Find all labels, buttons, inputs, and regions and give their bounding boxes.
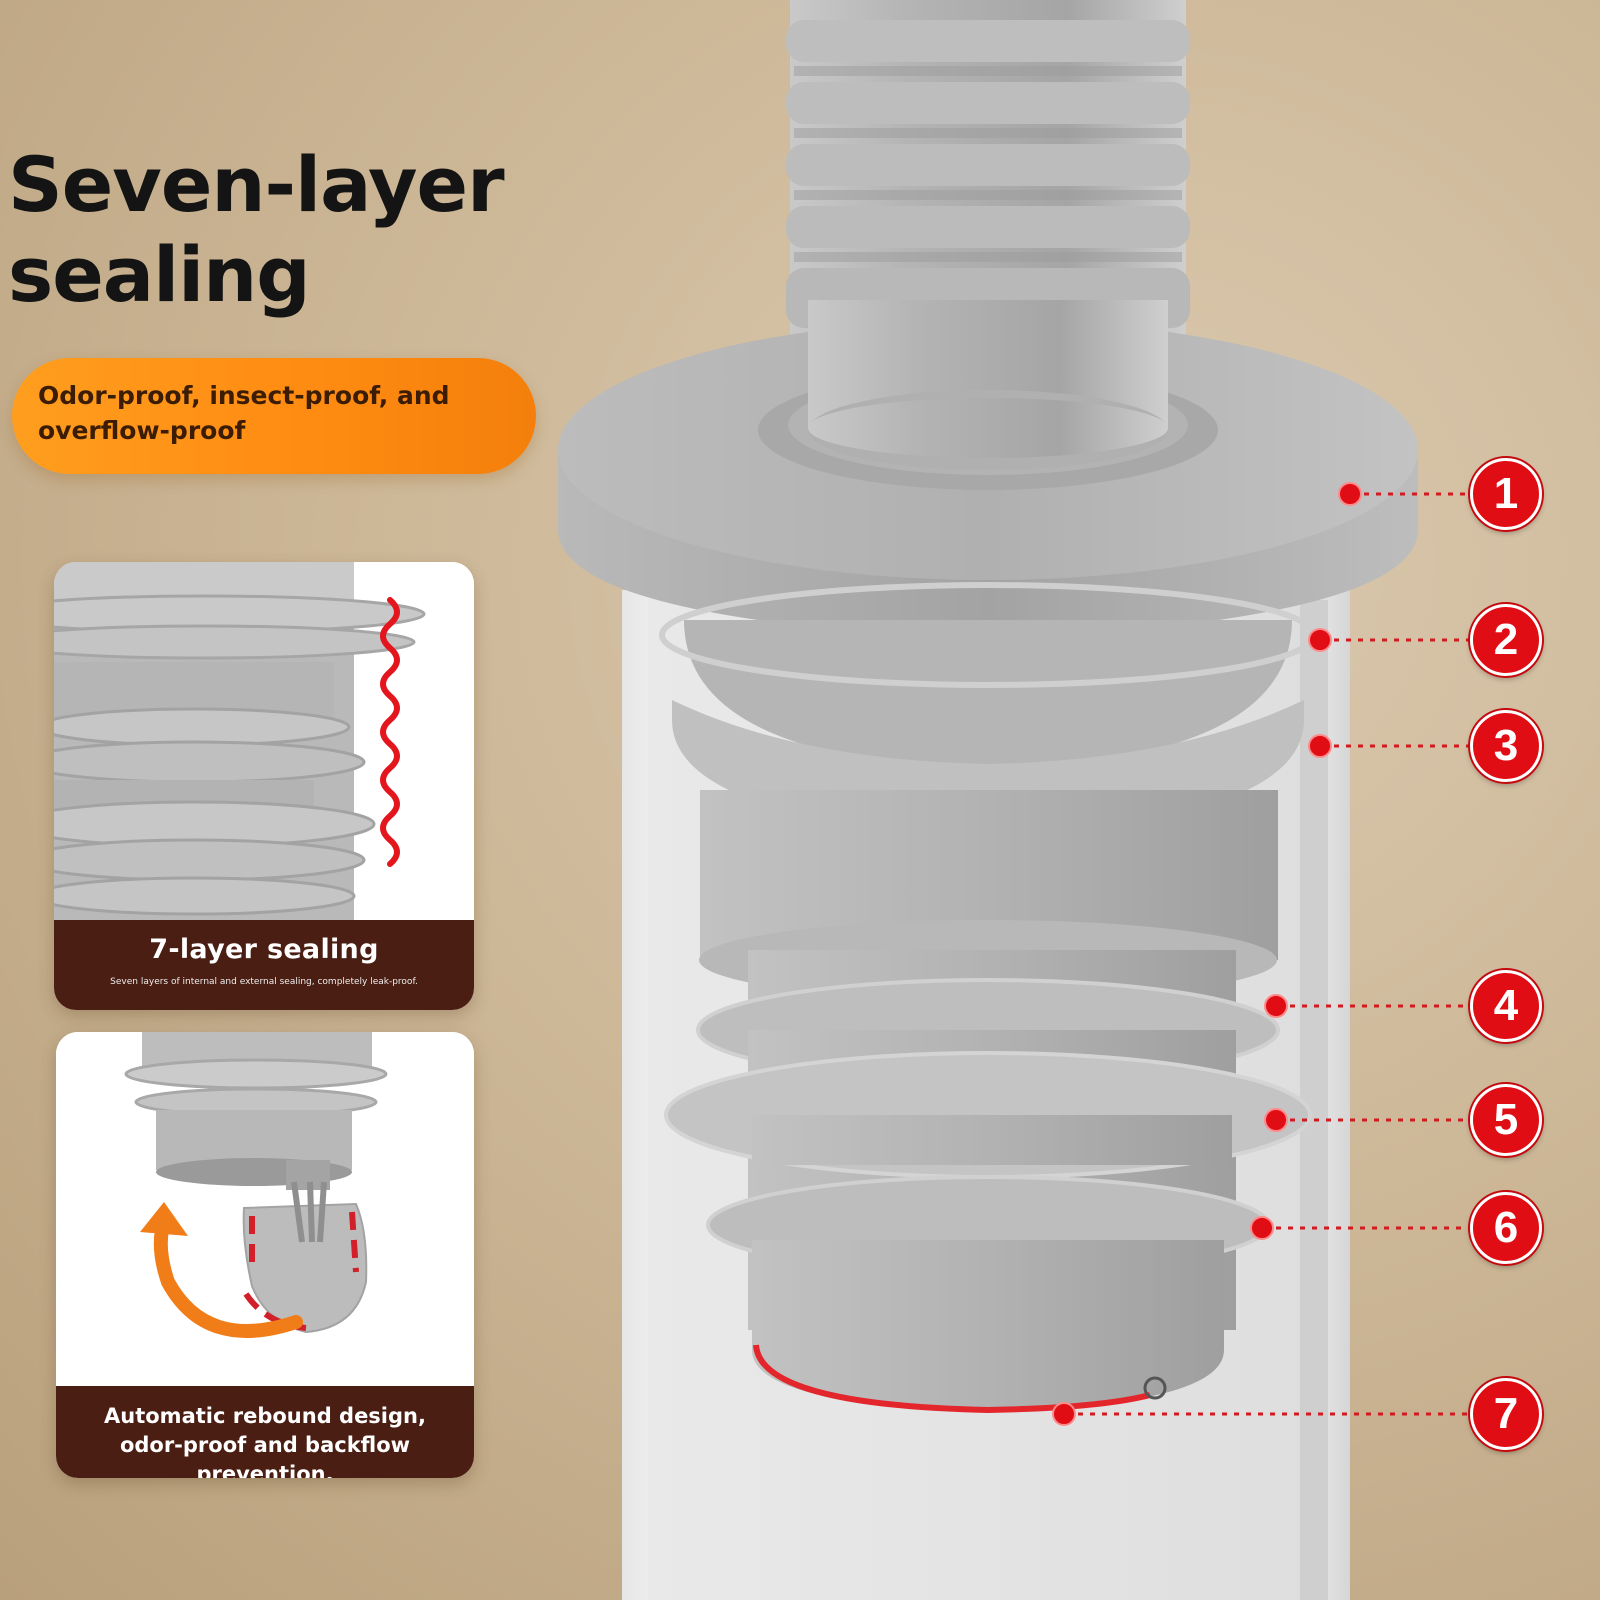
curved-arrow-icon bbox=[153, 1215, 303, 1338]
layer-badge-7: 7 bbox=[1470, 1378, 1542, 1450]
layer-badge-6: 6 bbox=[1470, 1192, 1542, 1264]
callout-dots bbox=[1052, 482, 1362, 1426]
sealing-card-footer: 7-layer sealing Seven layers of internal… bbox=[54, 920, 474, 1010]
rebound-card-caption: Automatic rebound design, odor-proof and… bbox=[104, 1404, 426, 1478]
layer-badge-2: 2 bbox=[1470, 604, 1542, 676]
layer-badge-5: 5 bbox=[1470, 1084, 1542, 1156]
sealing-card-title: 7-layer sealing bbox=[149, 934, 379, 965]
sealing-card: 7-layer sealing Seven layers of internal… bbox=[54, 562, 474, 1010]
inner-core bbox=[659, 582, 1317, 1414]
sealing-card-subtitle: Seven layers of internal and external se… bbox=[110, 977, 418, 987]
layer-badge-3: 3 bbox=[1470, 710, 1542, 782]
top-flange bbox=[558, 300, 1418, 640]
features-pill-text: Odor-proof, insect-proof, and overflow-p… bbox=[38, 381, 450, 445]
rebound-illustration bbox=[56, 1032, 474, 1386]
layer-badge-1: 1 bbox=[1470, 458, 1542, 530]
headline: Seven-layer sealing bbox=[8, 140, 505, 319]
layer-badge-4: 4 bbox=[1470, 970, 1542, 1042]
wavy-line-icon bbox=[380, 597, 400, 867]
callout-leaders bbox=[1066, 492, 1470, 1416]
features-pill: Odor-proof, insect-proof, and overflow-p… bbox=[12, 358, 536, 474]
sealing-illustration bbox=[54, 562, 474, 920]
rebound-card-footer: Automatic rebound design, odor-proof and… bbox=[56, 1386, 474, 1478]
rebound-card: Automatic rebound design, odor-proof and… bbox=[56, 1032, 474, 1478]
